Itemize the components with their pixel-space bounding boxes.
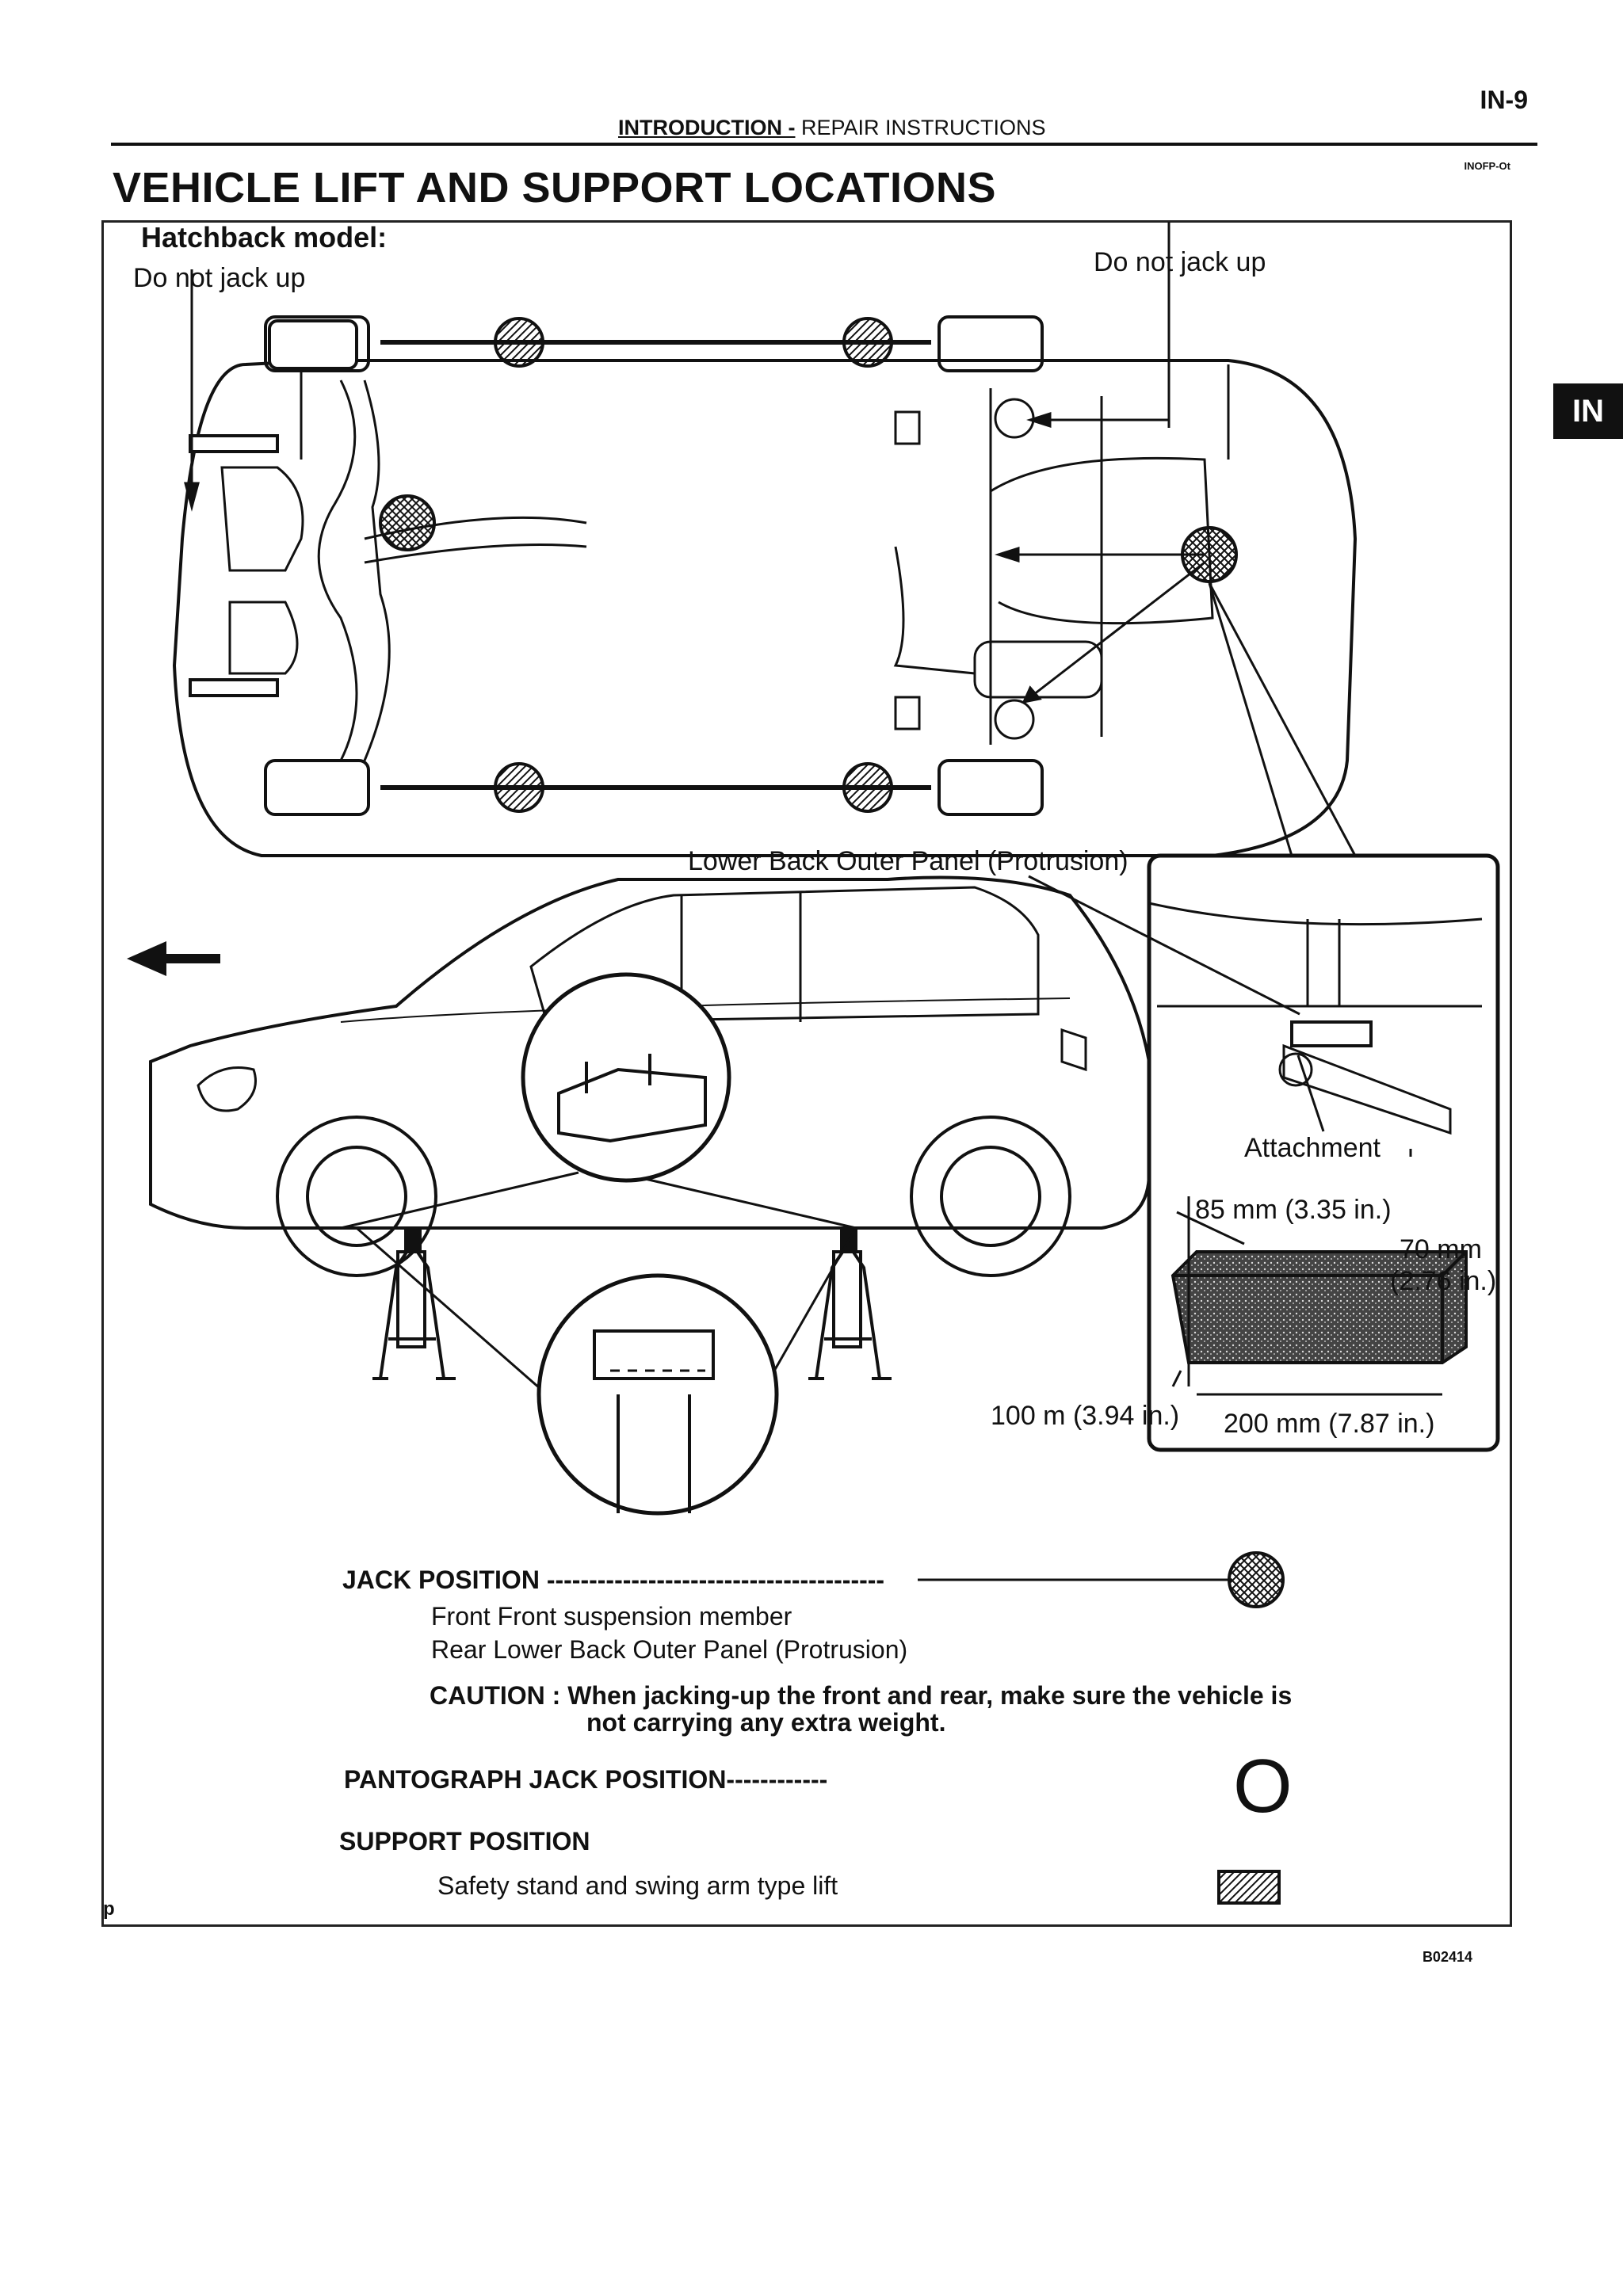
detail-leader-lines — [1208, 582, 1357, 857]
dimension-85mm: 85 mm (3.35 in.) — [1195, 1195, 1392, 1225]
model-label: Hatchback model: — [141, 222, 387, 254]
jack-position-symbol — [1228, 1551, 1285, 1608]
pantograph-jack-heading: PANTOGRAPH JACK POSITION------------ — [344, 1765, 828, 1794]
attachment-label: Attachment — [1244, 1133, 1381, 1163]
jack-point-markers — [379, 494, 1238, 583]
support-point-rear-right — [842, 762, 893, 813]
lower-back-panel-label: Lower Back Outer Panel (Protrusion) — [688, 846, 1128, 876]
jack-point-rear — [1181, 526, 1238, 583]
section-heading: INTRODUCTION - REPAIR INSTRUCTIONS — [618, 116, 1046, 140]
support-point-rear-left — [842, 317, 893, 368]
support-point-markers — [494, 317, 893, 813]
lift-diagram: Hatchback model: Do not jack up Do not j… — [127, 222, 1500, 1905]
dimension-70mm: 70 mm — [1400, 1234, 1482, 1264]
figure-frame — [101, 220, 1512, 1927]
dimension-70mm-inches: (2.76 in.) — [1390, 1266, 1496, 1296]
jack-point-front — [379, 494, 436, 551]
page-title: VEHICLE LIFT AND SUPPORT LOCATIONS — [113, 164, 997, 212]
attachment-leader — [1296, 1055, 1325, 1132]
jack-position-label: JACK POSITION — [342, 1566, 540, 1594]
caution-line-1: CAUTION : When jacking-up the front and … — [430, 1681, 1293, 1710]
front-direction-arrow — [127, 941, 220, 976]
front-wheel — [276, 1116, 437, 1277]
caution-line-2: not carrying any extra weight. — [586, 1708, 946, 1737]
header-rule — [111, 143, 1537, 146]
do-not-jack-right-label: Do not jack up — [1094, 247, 1266, 277]
section-tab: IN — [1553, 383, 1623, 439]
support-position-text: Safety stand and swing arm type lift — [437, 1871, 838, 1900]
support-point-front-left — [494, 317, 544, 368]
support-point-front-right — [494, 762, 544, 813]
section-heading-rest: REPAIR INSTRUCTIONS — [801, 116, 1046, 139]
jack-rear-text: Rear Lower Back Outer Panel (Protrusion) — [431, 1635, 908, 1664]
support-position-heading: SUPPORT POSITION — [339, 1827, 590, 1855]
magnifier-details — [340, 972, 857, 1516]
underbody-arrows — [184, 222, 1205, 704]
jack-position-heading: JACK POSITION --------------------------… — [342, 1566, 884, 1595]
figure-code: B02414 — [1422, 1949, 1472, 1965]
do-not-jack-left-label: Do not jack up — [133, 263, 305, 293]
jack-front-text: Front Front suspension member — [431, 1602, 792, 1630]
dimension-lines — [1171, 1196, 1468, 1396]
section-heading-bold: INTRODUCTION - — [618, 116, 796, 139]
page-number: IN-9 — [1480, 86, 1528, 114]
document-code: INOFP-Ot — [1464, 160, 1511, 172]
corner-mark: p — [103, 1898, 115, 1920]
dimension-200mm: 200 mm (7.87 in.) — [1224, 1409, 1434, 1439]
support-position-symbol — [1217, 1870, 1281, 1905]
underbody-view — [172, 315, 1358, 857]
jack-position-dashes: ---------------------------------------- — [546, 1566, 885, 1594]
pantograph-jack-symbol: O — [1233, 1744, 1293, 1829]
lower-back-panel-leader — [1028, 875, 1300, 1016]
dimension-100mm: 100 m (3.94 in.) — [991, 1401, 1179, 1431]
rear-wheel — [910, 1116, 1071, 1277]
safety-stands — [372, 1226, 892, 1380]
